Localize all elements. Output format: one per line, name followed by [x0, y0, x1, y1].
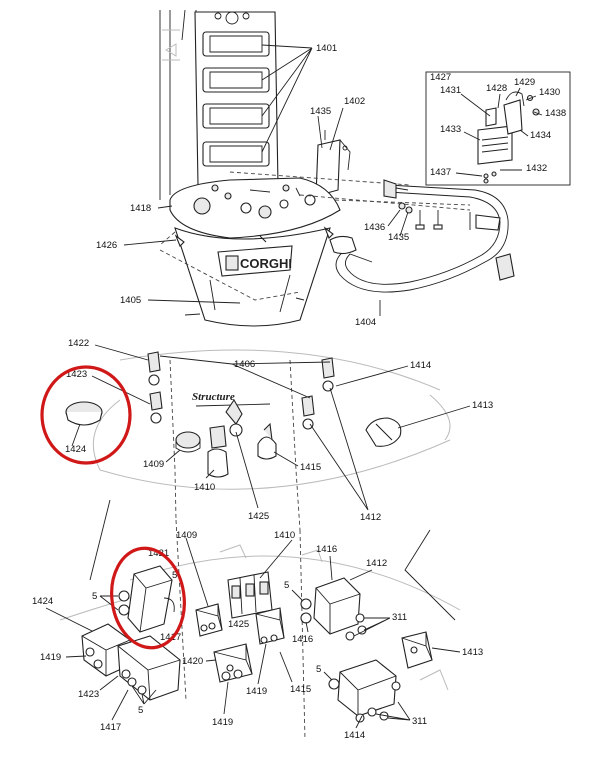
label-1427: 1427 — [430, 72, 451, 83]
label-1435-bottom: 1435 — [388, 232, 409, 243]
label-1406: 1406 — [234, 359, 255, 370]
label-1424-bottom: 1424 — [32, 596, 53, 607]
label-1431: 1431 — [440, 85, 461, 96]
label-5-d: 5 — [284, 580, 289, 591]
label-5-c: 5 — [138, 705, 143, 716]
label-1429: 1429 — [514, 77, 535, 88]
label-1419-middle: 1419 — [246, 686, 267, 697]
label-1435-top: 1435 — [310, 106, 331, 117]
label-1414-bottom: 1414 — [344, 730, 365, 741]
pad-stack — [202, 31, 270, 167]
label-1418: 1418 — [130, 203, 151, 214]
label-1422: 1422 — [68, 338, 89, 349]
label-1423-top: 1423 — [66, 369, 87, 380]
label-1413-bottom: 1413 — [462, 647, 483, 658]
label-311-bottom: 311 — [412, 716, 427, 727]
label-1419-bottom: 1419 — [212, 717, 233, 728]
label-1416-bottom: 1416 — [292, 634, 313, 645]
panel-logo: Structure — [192, 391, 235, 403]
label-311-top: 311 — [392, 612, 407, 623]
label-1404: 1404 — [355, 317, 376, 328]
label-1423-bottom: 1423 — [78, 689, 99, 700]
label-1409-bottom: 1409 — [176, 530, 197, 541]
label-1417-lower: 1417 — [100, 722, 121, 733]
label-1428: 1428 — [486, 83, 507, 94]
label-1425-bottom: 1425 — [228, 619, 249, 630]
label-1402: 1402 — [344, 96, 365, 107]
label-1409-top: 1409 — [143, 459, 164, 470]
label-1415-bottom: 1415 — [290, 684, 311, 695]
label-1426: 1426 — [96, 240, 117, 251]
label-5-a: 5 — [92, 591, 97, 602]
column-assembly: 1401 1402 1435 1418 CORGHI 1405 — [96, 9, 515, 328]
label-1420: 1420 — [182, 656, 203, 667]
label-1416-top: 1416 — [316, 544, 337, 555]
label-1413-top: 1413 — [472, 400, 493, 411]
label-1419-left: 1419 — [40, 652, 61, 663]
label-1410-bottom: 1410 — [274, 530, 295, 541]
label-1414-top: 1414 — [410, 360, 431, 371]
label-1436: 1436 — [364, 222, 385, 233]
label-1434: 1434 — [530, 130, 551, 141]
label-1401: 1401 — [316, 43, 337, 54]
label-5-e: 5 — [316, 664, 321, 675]
label-1405: 1405 — [120, 295, 141, 306]
valve-block-assembly: 1421 5 5 1417 1424 1419 5 1423 1417 1409 — [32, 499, 483, 741]
label-1415-top: 1415 — [300, 462, 321, 473]
highlight-circle-valve — [110, 546, 186, 650]
label-5-b: 5 — [172, 570, 177, 581]
label-1412-top: 1412 — [360, 512, 381, 523]
label-1433: 1433 — [440, 124, 461, 135]
label-1432: 1432 — [526, 163, 547, 174]
label-1425-top: 1425 — [248, 511, 269, 522]
brand-logo: CORGHI — [240, 256, 292, 271]
label-1417-upper: 1417 — [160, 632, 181, 643]
label-1438: 1438 — [545, 108, 566, 119]
label-1430: 1430 — [539, 87, 560, 98]
label-1412-bottom: 1412 — [366, 558, 387, 569]
control-panel-top-view: Structure 1406 1422 1423 1424 1414 1413 — [65, 338, 493, 531]
label-1437: 1437 — [430, 167, 451, 178]
label-1424-top: 1424 — [65, 444, 86, 455]
highlight-circle-cap — [40, 365, 132, 465]
label-1410-top: 1410 — [194, 482, 215, 493]
detail-inset-box: 1427 1428 1429 1430 1431 1438 1433 1434 … — [425, 71, 571, 186]
